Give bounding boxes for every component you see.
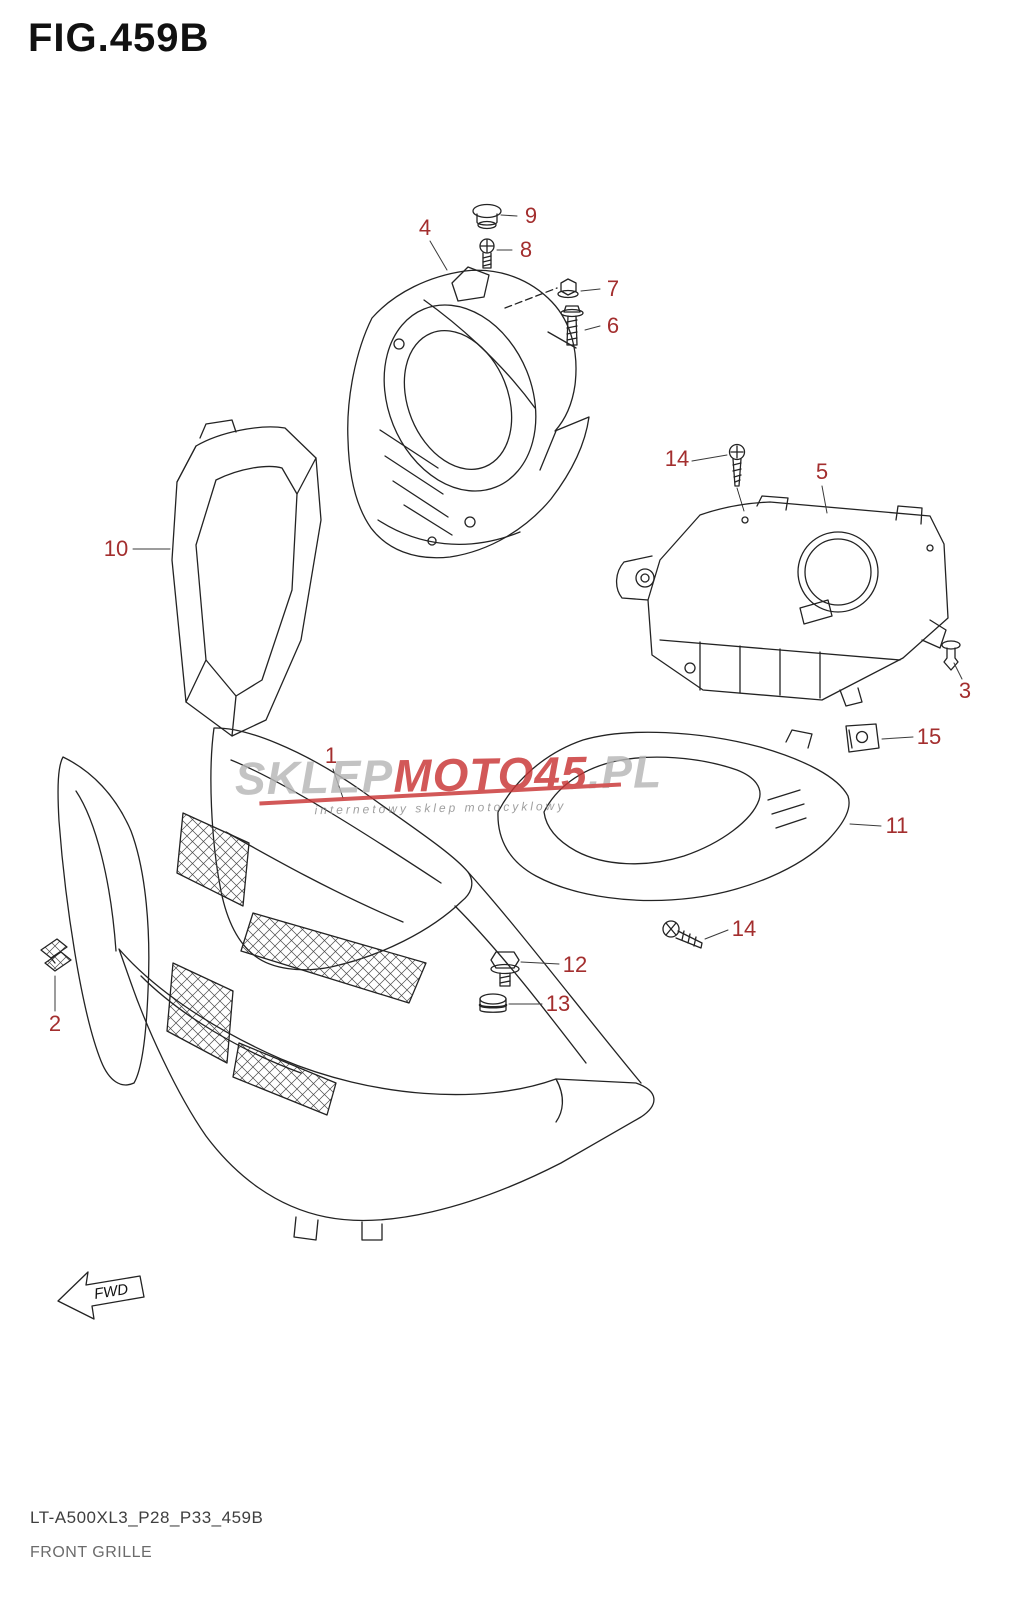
part-label-8: 8 bbox=[519, 237, 533, 262]
part-12-bolt bbox=[490, 951, 520, 987]
leader-lines bbox=[54, 214, 963, 1012]
figure-caption: FRONT GRILLE bbox=[30, 1544, 153, 1561]
part-label-14b: 14 bbox=[731, 916, 757, 941]
part-label-5: 5 bbox=[815, 459, 829, 484]
part-14-screw-bottom bbox=[662, 920, 703, 949]
fwd-arrow: FWD bbox=[57, 1271, 145, 1320]
part-label-6: 6 bbox=[606, 313, 620, 338]
part-label-1: 1 bbox=[324, 743, 338, 768]
part-6-bolt bbox=[560, 305, 584, 346]
part-4-headlight-housing bbox=[347, 266, 590, 559]
part-13-grommet bbox=[478, 993, 508, 1013]
part-label-9: 9 bbox=[524, 203, 538, 228]
part-14-screw-top bbox=[728, 443, 746, 512]
part-15-bracket bbox=[845, 723, 880, 753]
part-8-screw bbox=[479, 238, 495, 269]
part-label-12: 12 bbox=[562, 952, 588, 977]
part-7-bolt bbox=[557, 278, 579, 299]
part-label-15: 15 bbox=[916, 724, 942, 749]
part-1-front-grille bbox=[57, 727, 655, 1241]
part-11-cover bbox=[497, 729, 850, 902]
part-label-13: 13 bbox=[545, 991, 571, 1016]
part-label-11: 11 bbox=[885, 813, 909, 838]
part-label-2: 2 bbox=[48, 1011, 62, 1036]
fwd-arrow-label: FWD bbox=[93, 1281, 130, 1303]
part-label-3: 3 bbox=[958, 678, 972, 703]
part-label-4: 4 bbox=[418, 215, 432, 240]
part-9-grommet bbox=[472, 203, 502, 230]
part-3-clip bbox=[941, 640, 961, 671]
part-5-headlight-bracket bbox=[615, 495, 949, 707]
part-label-10: 10 bbox=[103, 536, 129, 561]
part-label-7: 7 bbox=[606, 276, 620, 301]
part-10-bezel bbox=[171, 419, 322, 737]
figure-title: FIG.459B bbox=[28, 16, 210, 60]
document-code: LT-A500XL3_P28_P33_459B bbox=[30, 1508, 264, 1527]
part-2-emblem bbox=[40, 938, 72, 972]
part-label-14a: 14 bbox=[664, 446, 690, 471]
